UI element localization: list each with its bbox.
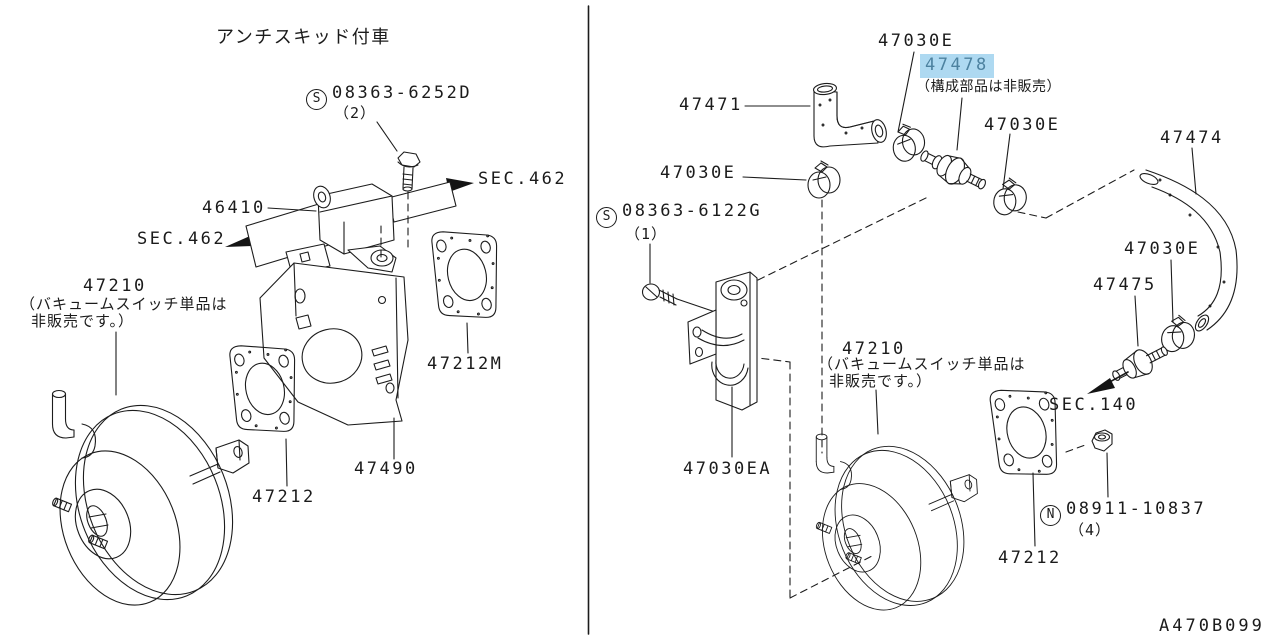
part-label-47030E-mid[interactable]: 47030E: [660, 163, 737, 183]
left-panel-drawing: [37, 121, 504, 624]
part-note-47210-left-1: （バキュームスイッチ単品は: [20, 295, 228, 313]
standard-part-s-icon: S: [306, 88, 327, 110]
sec-462-ref-right[interactable]: SEC.462: [478, 169, 568, 189]
sec-140-ref[interactable]: SEC.140: [1049, 395, 1139, 415]
part-note-47210-right-1: （バキュームスイッチ単品は: [818, 355, 1026, 373]
bracket-47490-drawing: [259, 243, 409, 426]
brake-booster-right-drawing: [803, 427, 987, 626]
part-label-47212-left[interactable]: 47212: [252, 487, 316, 507]
drawing-code: A470B099: [1159, 616, 1265, 636]
part-label-47474[interactable]: 47474: [1160, 128, 1224, 148]
part-label-47478: 47478: [925, 55, 989, 75]
part-note-47210-right-2: 非販売です。）: [829, 372, 933, 390]
nut-drawing-08911-10837: [1091, 429, 1113, 452]
part-label-47030E-upper-right[interactable]: 47030E: [984, 115, 1061, 135]
part-label-47030E-lower-right[interactable]: 47030E: [1124, 239, 1201, 259]
part-label-47030EA[interactable]: 47030EA: [683, 459, 773, 479]
sec462-left-arrowhead: [225, 236, 252, 247]
part-label-47212-right[interactable]: 47212: [998, 548, 1062, 568]
part-label-47210-right[interactable]: 47210: [842, 339, 906, 359]
part-label-47471[interactable]: 47471: [679, 95, 743, 115]
part-note-47478: （構成部品は非販売）: [916, 79, 1061, 95]
sec140-arrow: [1087, 371, 1129, 394]
clamp-47030E-right-drawing: [991, 176, 1029, 218]
hose-47474-drawing: [1139, 169, 1238, 332]
part-label-47475[interactable]: 47475: [1093, 275, 1157, 295]
standard-part-s-icon: S: [596, 206, 617, 228]
part-highlight-47478[interactable]: 47478: [920, 54, 994, 78]
hose-47471-drawing: [812, 82, 887, 148]
brake-booster-left-drawing: [37, 382, 261, 624]
clamp-47030E-mid-drawing: [807, 160, 841, 199]
right-panel-drawing: [641, 51, 1238, 626]
part-label-47210-left[interactable]: 47210: [83, 276, 147, 296]
bracket-47030EA-drawing: [687, 271, 758, 411]
gasket-47212M-drawing: [430, 226, 504, 323]
left-panel-title: アンチスキッド付車: [216, 27, 391, 48]
standard-part-n-icon: N: [1040, 504, 1061, 526]
part-label-47030E-top[interactable]: 47030E: [878, 31, 955, 51]
bolt-drawing-08363-6252D: [397, 151, 421, 192]
part-label-46410[interactable]: 46410: [202, 198, 266, 218]
part-label-47212M[interactable]: 47212M: [427, 354, 504, 374]
sec-462-ref-left[interactable]: SEC.462: [137, 229, 227, 249]
part-label-47490[interactable]: 47490: [354, 459, 418, 479]
valve-assembly-46410-drawing: [245, 181, 457, 273]
part-qty-08363-6122G: （1）: [625, 225, 668, 243]
part-note-47210-left-2: 非販売です。）: [31, 312, 135, 330]
check-valve-47478-drawing: [920, 150, 986, 190]
sec462-right-arrowhead: [446, 178, 474, 192]
right-leader-lines: [649, 51, 1197, 547]
part-qty-08363-6252D: （2）: [334, 104, 377, 122]
part-qty-08911-10837: （4）: [1069, 521, 1112, 539]
left-leader-lines: [115, 121, 469, 487]
